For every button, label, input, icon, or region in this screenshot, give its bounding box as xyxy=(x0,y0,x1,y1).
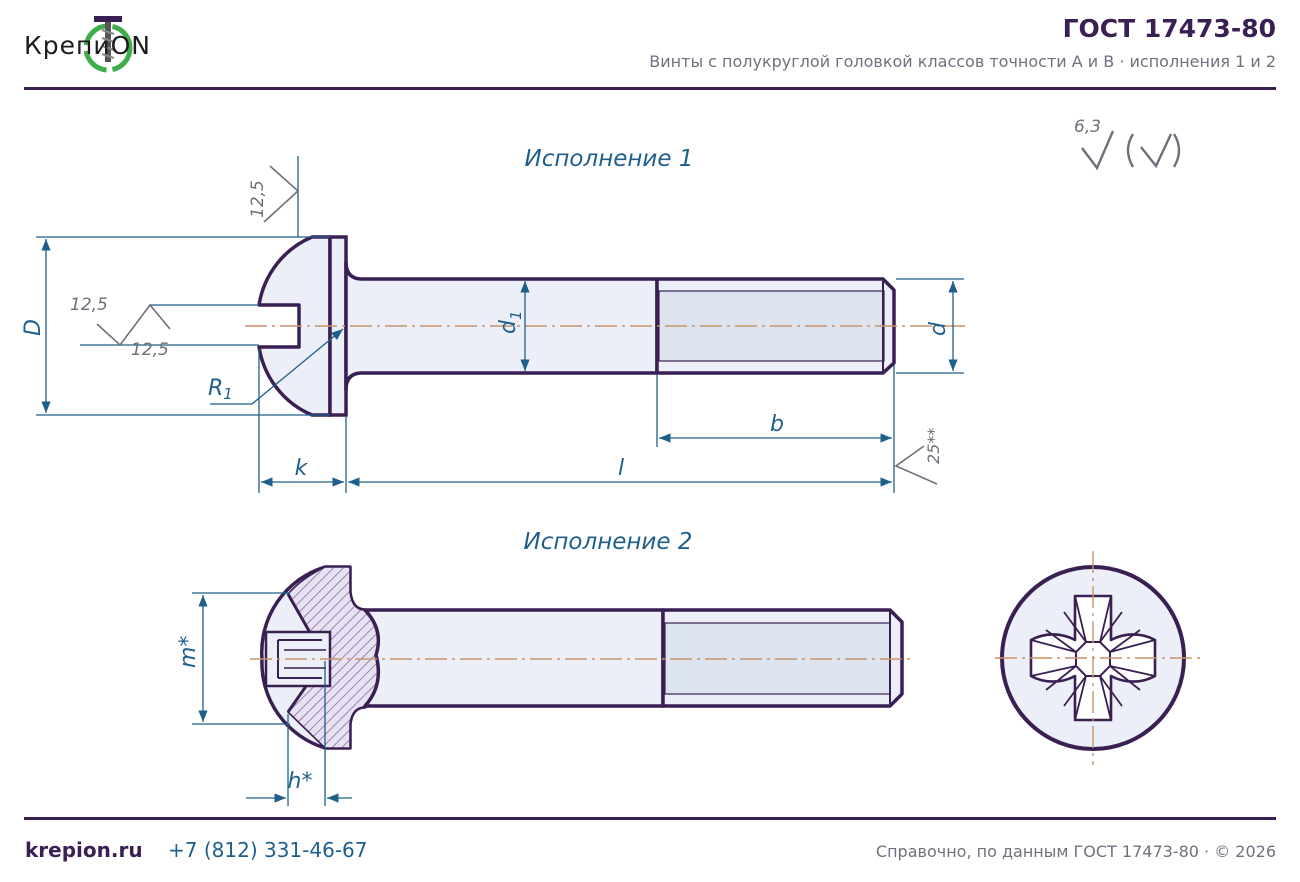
roughness-main-icon xyxy=(1081,130,1115,171)
roughness-bracket-left-icon xyxy=(1126,133,1135,168)
dim-b-label: b xyxy=(770,412,784,437)
roughness-bracket-check-icon xyxy=(1140,133,1173,169)
roughness-end-icon xyxy=(894,445,938,485)
roughness-bracket-right-icon xyxy=(1172,133,1181,168)
dim-d1-label: d1 xyxy=(496,310,525,334)
logo-screw-head-icon xyxy=(94,16,122,22)
dim-R1-leader xyxy=(210,328,344,405)
page-title: ГОСТ 17473-80 xyxy=(1062,14,1276,43)
header: КрепиОN ГОСТ 17473-80 Винты с полукругло… xyxy=(0,0,1300,90)
view1-title: Исполнение 1 xyxy=(525,146,694,172)
head-dome xyxy=(257,235,332,417)
shank-view2 xyxy=(363,608,665,708)
dim-R1-label: R1 xyxy=(208,376,233,403)
logo-screw-thread-icon xyxy=(101,29,115,59)
krepion-logo[interactable]: КрепиОN xyxy=(22,14,192,78)
footer-divider xyxy=(24,817,1276,820)
screw-view2 xyxy=(250,565,915,750)
footer-note: Справочно, по данным ГОСТ 17473-80 · © 2… xyxy=(875,842,1276,861)
dim-h-label: h* xyxy=(288,769,313,794)
header-divider xyxy=(24,87,1276,90)
page-subtitle: Винты с полукруглой головкой классов точ… xyxy=(649,52,1276,71)
dim-m-label: m* xyxy=(176,636,201,668)
dimensions-view1 xyxy=(36,156,964,493)
dimensions-view2 xyxy=(192,592,352,806)
footer-phone-link[interactable]: +7 (812) 331-46-67 xyxy=(168,838,368,862)
view2-title: Исполнение 2 xyxy=(524,529,693,555)
logo-ring-icon xyxy=(83,23,133,73)
roughness-symbols-view1 xyxy=(96,165,938,485)
dim-d-label: d xyxy=(926,321,951,336)
roughness-head-top-icon xyxy=(263,165,300,223)
footer-site-link[interactable]: krepion.ru xyxy=(25,838,143,862)
dim-k-label: k xyxy=(295,456,309,481)
dim-D-label: D xyxy=(21,319,46,336)
general-roughness xyxy=(1081,130,1181,171)
roughness-slot-a-icon xyxy=(96,303,171,347)
roughness-end-label: 25** xyxy=(924,428,943,464)
roughness-slot-a-label: 12,5 xyxy=(70,295,108,315)
logo-screw-shank-icon xyxy=(105,22,111,62)
roughness-head-top-label: 12,5 xyxy=(248,180,268,218)
head-top-view xyxy=(995,551,1200,765)
roughness-slot-b-label: 12,5 xyxy=(131,340,169,360)
screw-view1 xyxy=(245,235,965,417)
roughness-main-label: 6,3 xyxy=(1074,117,1101,137)
logo-text: КрепиОN xyxy=(24,31,151,60)
dim-l-label: l xyxy=(618,456,624,481)
